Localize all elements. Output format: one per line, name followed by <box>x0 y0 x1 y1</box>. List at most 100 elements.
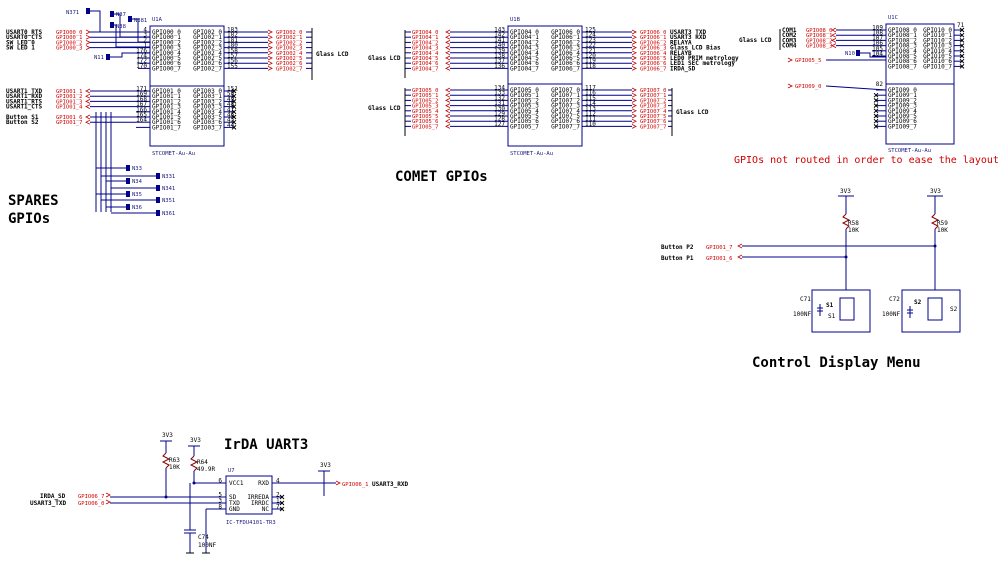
switch-s2-label: S2 <box>950 306 958 313</box>
u1b-pin-left: GPIO05_0 <box>510 87 539 94</box>
u1b-net-label: RELAYA <box>670 39 692 46</box>
u1b-pin-left: GPIO04_5 <box>510 55 539 62</box>
nc-n381: N381 <box>134 18 147 24</box>
u1b-pin-number: 113 <box>585 105 596 112</box>
u1a-net-flag: GPIO01_7 <box>56 120 83 126</box>
u7-pin-number: 4 <box>276 478 280 485</box>
u1b-pin-number: 134 <box>494 85 505 92</box>
u1a-net-flag: GPIO01_2 <box>56 94 83 100</box>
u1b-component: U1B STCOMET-Au-Au GPIO04_0143GPIO04_0GPI… <box>368 17 739 157</box>
u1a-pin-left: GPIO00_0 <box>152 29 181 36</box>
u1a-glass-lcd-label: Glass LCD <box>316 51 349 58</box>
u1a-nc-ref: N36 <box>132 205 142 211</box>
u1b-net-flag: GPIO05_0 <box>412 88 439 94</box>
u1a-net-flag: GPIO00_2 <box>56 40 83 46</box>
u1b-pin-number: 143 <box>494 27 505 34</box>
u1b-pin-left: GPIO05_2 <box>510 97 539 104</box>
u1b-pin-number: 112 <box>585 111 596 118</box>
u7-pin-number: 5 <box>218 492 222 499</box>
u1c-net-label: COM4 <box>782 43 797 50</box>
u1b-pin-left: GPIO04_6 <box>510 60 539 67</box>
u1c-pin-right: GPIO10_3 <box>923 43 952 50</box>
u7-ref: U7 <box>228 468 235 474</box>
u1b-pin-number: 127 <box>494 121 505 128</box>
u1a-pin-number: 44 <box>227 122 235 129</box>
u1b-pin-number: 117 <box>585 85 596 92</box>
u1b-pin-right: GPIO07_0 <box>551 87 580 94</box>
u7-pin-left: SD <box>229 494 237 501</box>
u1c-pin-left: GPIO09_3 <box>888 103 917 110</box>
u1b-pin-left: GPIO04_3 <box>510 45 539 52</box>
u1c-pin-left: GPIO08_7 <box>888 63 917 70</box>
u1b-net-flag: GPIO07_2 <box>640 98 667 104</box>
u1b-net-flag: GPIO05_3 <box>412 104 439 110</box>
u1b-pin-left: GPIO05_1 <box>510 92 539 99</box>
u1b-net-flag: GPIO06_5 <box>640 56 667 62</box>
u1b-net-flag: GPIO07_7 <box>640 124 667 130</box>
u1a-pin-left: GPIO00_3 <box>152 45 181 52</box>
irda-txd-flag: GPIO06_0 <box>78 501 105 507</box>
u1a-pin-number: 180 <box>227 42 238 49</box>
u1b-net-flag: GPIO05_7 <box>412 124 439 130</box>
u1a-component: U1A STCOMET-Au-Au GPIO00_04GPIO00_0USART… <box>6 8 349 217</box>
u1b-pin-left: GPIO04_7 <box>510 65 539 72</box>
u1c-nc-n10: N10 <box>845 51 855 57</box>
u1b-net-flag: GPIO04_2 <box>412 40 439 46</box>
u1b-pin-right: GPIO07_5 <box>551 113 580 120</box>
u1b-pin-number: 122 <box>585 42 596 49</box>
u1b-pin-right: GPIO06_4 <box>551 50 580 57</box>
c72-ref: C72 <box>889 296 900 303</box>
u1c-net-flag: GPIO08_1 <box>806 33 833 39</box>
u1a-pin-number: 157 <box>227 53 238 60</box>
u1a-net-flag: GPIO01_6 <box>56 115 83 121</box>
u1a-pin-left: GPIO00_4 <box>152 50 181 57</box>
u1b-pin-left: GPIO05_4 <box>510 108 539 115</box>
vcc-r58: 3V3 <box>840 188 851 195</box>
u1a-pin-right: GPIO02_0 <box>193 29 222 36</box>
u1b-pin-right: GPIO06_5 <box>551 55 580 62</box>
r58-value: 10K <box>848 227 859 234</box>
u1b-pin-right: GPIO07_4 <box>551 108 580 115</box>
u1b-net-flag: GPIO06_1 <box>640 35 667 41</box>
not-routed-note: GPIOs not routed in order to ease the la… <box>734 155 999 166</box>
u1b-pin-number: 133 <box>494 90 505 97</box>
u1a-net-label: USART0_RTS <box>6 29 43 36</box>
vcc-r59: 3V3 <box>930 188 941 195</box>
u1b-net-label: Glass LCD Bias <box>670 45 721 52</box>
u1a-net-flag: GPIO02_0 <box>276 30 303 36</box>
u1b-pin-number: 116 <box>585 90 596 97</box>
u1b-net-flag: GPIO06_3 <box>640 46 667 52</box>
u1a-pin-left: GPIO00_5 <box>152 55 181 62</box>
u1b-net-label: IRDA_SD <box>670 65 696 72</box>
u1b-net-flag: GPIO07_1 <box>640 93 667 99</box>
u1b-pin-right: GPIO07_1 <box>551 92 580 99</box>
u1b-pin-number: 136 <box>494 63 505 70</box>
u7-pin-number: 3 <box>218 498 222 505</box>
u1c-net-flag: GPIO08_2 <box>806 38 833 44</box>
u1a-net-label: USART1_RXD <box>6 93 43 100</box>
u1b-net-flag: GPIO04_0 <box>412 30 439 36</box>
u1b-net-flag: GPIO04_3 <box>412 46 439 52</box>
u1c-glass-lcd-label: Glass LCD <box>739 37 772 44</box>
u1a-pin-number: 4 <box>143 27 147 34</box>
u1b-net-flag: GPIO05_2 <box>412 98 439 104</box>
u1a-pin-left: GPIO01_6 <box>152 119 181 126</box>
vcc-r64: 3V3 <box>190 437 201 444</box>
button-p1-net: Button P1 <box>661 255 694 262</box>
u1c-component: U1C STCOMET-Au-Au GPIO08_0109GPIO08_0COM… <box>739 15 965 154</box>
u1a-pin-number: 171 <box>136 86 147 93</box>
u1b-pin-left: GPIO05_5 <box>510 113 539 120</box>
u1b-pin-number: 120 <box>585 53 596 60</box>
u1c-pin-number: 108 <box>872 30 883 37</box>
u1c-pin-right: GPIO10_6 <box>923 58 952 65</box>
u1b-net-flag: GPIO07_4 <box>640 109 667 115</box>
u1a-pin-number: 182 <box>227 32 238 39</box>
u1a-pin-number: 156 <box>227 58 238 65</box>
button-p1-flag: GPIO01_6 <box>706 256 733 262</box>
u1b-pin-right: GPIO07_7 <box>551 123 580 130</box>
u1c-pin-left: GPIO09_2 <box>888 97 917 104</box>
u1c-pin-left: GPIO08_4 <box>888 48 917 55</box>
u1a-net-label: USART1_RTS <box>6 98 43 105</box>
u1a-net-flag: GPIO02_5 <box>276 56 303 62</box>
